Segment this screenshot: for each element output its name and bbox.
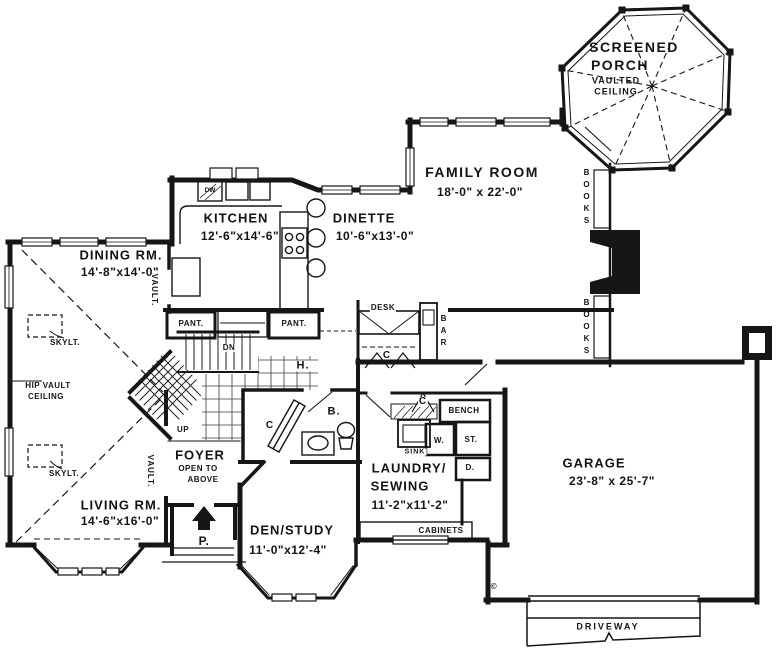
porch-stoop-label: P. — [198, 534, 210, 548]
dining-room-dims: 14'-8"x14'-0" — [80, 265, 160, 279]
fireplace-books — [590, 169, 640, 359]
vault-label-2: VAULT. — [146, 454, 155, 488]
skylight-label-1: SKYLT. — [50, 338, 80, 347]
screened-porch-structure — [560, 6, 732, 172]
skylight-label-2: SKYLT. — [49, 469, 79, 478]
laundry-fixtures — [359, 363, 492, 541]
bench-label: BENCH — [447, 406, 481, 415]
laundry-label: LAUNDRY/ — [371, 460, 447, 476]
desk-label: DESK — [369, 303, 397, 312]
garage-label: GARAGE — [562, 455, 626, 471]
den-study-label: DEN/STUDY — [249, 522, 335, 538]
books-label-2: BOOKS — [582, 298, 591, 358]
pantry-cabinets — [165, 309, 321, 340]
den-study-dims: 11'-0"x12'-4" — [249, 543, 327, 557]
hall-label: H. — [295, 359, 311, 372]
dryer-label: D. — [464, 463, 476, 472]
dishwasher-label: DW — [204, 186, 216, 194]
porch-steps — [162, 547, 246, 563]
porch-posts — [558, 4, 734, 174]
family-room-label: FAMILY ROOM — [425, 164, 539, 180]
chimney — [742, 326, 772, 360]
bar-label: BAR — [439, 314, 448, 350]
garage-dims: 23'-8" x 25'-7" — [569, 474, 655, 488]
stair-treads — [185, 334, 251, 370]
bath-label: B. — [327, 405, 341, 418]
screened-porch-note: VAULTED — [591, 75, 641, 86]
closet-laundry-label: C — [417, 396, 429, 407]
kitchen-label: KITCHEN — [203, 210, 269, 226]
dinette-label: DINETTE — [332, 210, 396, 226]
laundry-dims: 11'-2"x11'-2" — [371, 498, 449, 512]
hip-vault-label-2: CEILING — [28, 392, 64, 401]
foyer-note: OPEN TO — [178, 464, 218, 473]
foyer-label: FOYER — [175, 447, 225, 463]
laundry-label-2: SEWING — [370, 478, 430, 494]
screened-porch-label-2: PORCH — [590, 57, 650, 73]
cabinets-label: CABINETS — [417, 526, 465, 535]
hip-vault-label: HIP VAULT — [25, 381, 71, 390]
living-room-dims: 14'-6"x16'-0" — [80, 514, 160, 528]
ceiling-dashes — [12, 249, 356, 543]
foyer-note-2: ABOVE — [187, 475, 219, 484]
driveway-label: DRIVEWAY — [576, 621, 640, 632]
vault-label-1: VAULT. — [150, 273, 159, 307]
dinette-dims: 10'-6"x13'-0" — [335, 229, 415, 243]
copyright-mark: © — [490, 582, 498, 591]
dining-room-label: DINING RM. — [79, 247, 163, 263]
closet-bath-label: C — [264, 420, 276, 431]
screened-porch-note-2: CEILING — [594, 86, 638, 97]
screened-porch-label: SCREENED — [589, 39, 679, 55]
washer-label: W. — [432, 436, 446, 445]
kitchen-fixtures — [171, 180, 326, 311]
pantry-label-2: PANT. — [280, 319, 308, 328]
stairs-up-label: UP — [175, 425, 191, 434]
storage-label: ST. — [463, 435, 479, 444]
family-room-dims: 18'-0" x 22'-0" — [437, 185, 523, 199]
kitchen-dims: 12'-6"x14'-6" — [200, 229, 280, 243]
stair-lattice — [130, 348, 206, 432]
entry-arrow — [192, 506, 216, 530]
bath-fixtures — [267, 391, 356, 456]
driveway-outline — [526, 601, 701, 647]
stairs-down-label: DN — [221, 343, 237, 352]
garage-door — [528, 595, 700, 602]
sink-label: SINK — [403, 448, 427, 456]
books-label-1: BOOKS — [582, 168, 591, 228]
pantry-label-1: PANT. — [177, 319, 205, 328]
closet-desk-label: C — [382, 350, 392, 361]
living-room-label: LIVING RM. — [80, 497, 162, 513]
